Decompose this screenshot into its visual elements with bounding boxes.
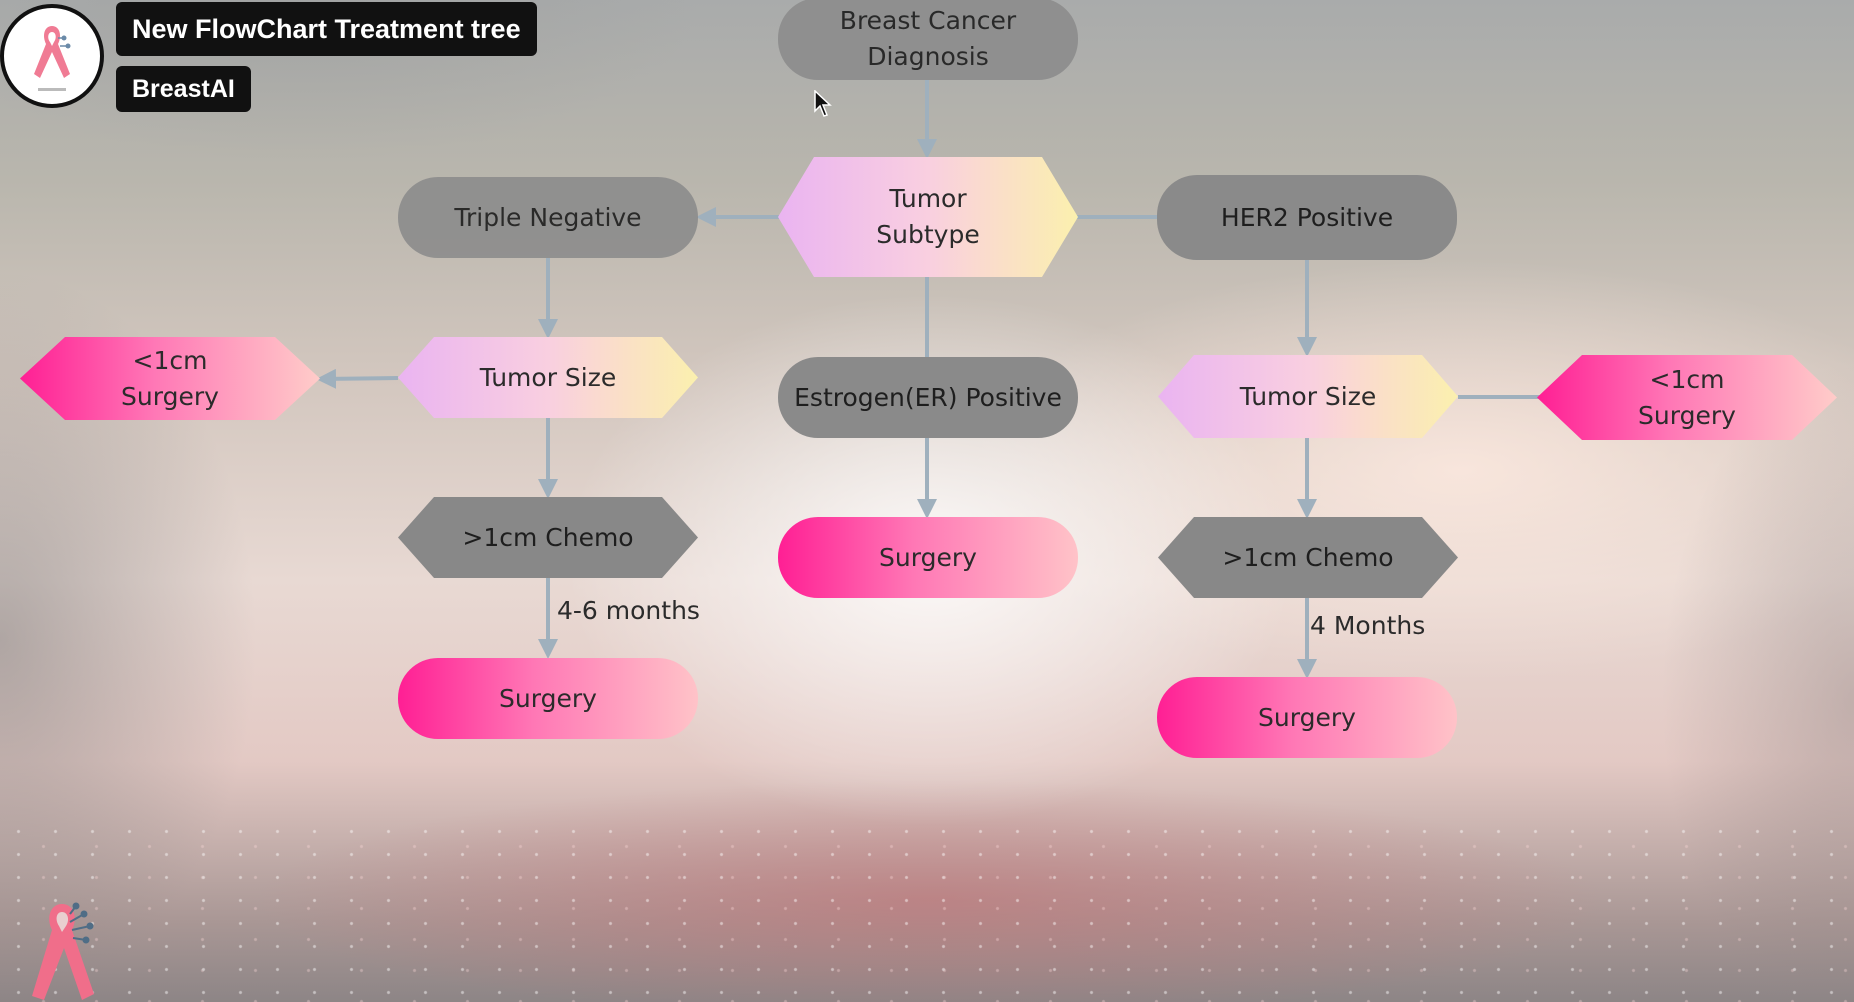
node-label: <1cm Surgery [121, 345, 219, 411]
node-her2-positive: HER2 Positive [1157, 175, 1457, 260]
channel-name[interactable]: BreastAI [116, 66, 251, 112]
node-triple-surgery: Surgery [398, 658, 698, 739]
node-her2-surgery: Surgery [1157, 677, 1457, 758]
pink-ribbon-icon [34, 26, 71, 91]
triple-chemo-duration-label: 4-6 months [557, 596, 700, 625]
node-label: Tumor Subtype [876, 184, 980, 249]
node-triple-chemo: >1cm Chemo [398, 497, 698, 578]
node-label: >1cm Chemo [1222, 542, 1394, 572]
node-label: Tumor Size [479, 362, 617, 392]
node-triple-small-surgery: <1cm Surgery [20, 337, 320, 420]
node-label: Tumor Size [1239, 381, 1377, 411]
node-triple-tumor-size: Tumor Size [398, 337, 698, 418]
node-label: Estrogen(ER) Positive [794, 382, 1062, 412]
node-label: >1cm Chemo [462, 522, 634, 552]
node-breast-cancer-diagnosis: Breast Cancer Diagnosis [778, 0, 1078, 80]
node-label: Surgery [879, 542, 977, 572]
node-her2-tumor-size: Tumor Size [1158, 355, 1458, 438]
her2-chemo-duration-label: 4 Months [1310, 611, 1426, 640]
video-title[interactable]: New FlowChart Treatment tree [116, 2, 537, 56]
edge-tsize-small [316, 368, 399, 389]
node-her2-small-surgery: <1cm Surgery [1537, 355, 1837, 440]
node-label: HER2 Positive [1220, 202, 1394, 232]
node-label: Triple Negative [454, 202, 642, 232]
node-label: Surgery [1258, 702, 1356, 732]
pink-ribbon-circuit-icon [32, 902, 94, 1000]
node-label: <1cm Surgery [1638, 364, 1736, 430]
node-er-surgery: Surgery [778, 517, 1078, 598]
mouse-pointer-icon [814, 90, 832, 117]
channel-avatar[interactable] [0, 4, 104, 108]
node-label: Breast Cancer Diagnosis [839, 6, 1017, 71]
node-triple-negative: Triple Negative [398, 177, 698, 258]
node-tumor-subtype-decision: Tumor Subtype [778, 157, 1078, 277]
node-label: Surgery [499, 683, 597, 713]
node-her2-chemo: >1cm Chemo [1158, 517, 1458, 598]
node-estrogen-positive: Estrogen(ER) Positive [778, 357, 1078, 438]
